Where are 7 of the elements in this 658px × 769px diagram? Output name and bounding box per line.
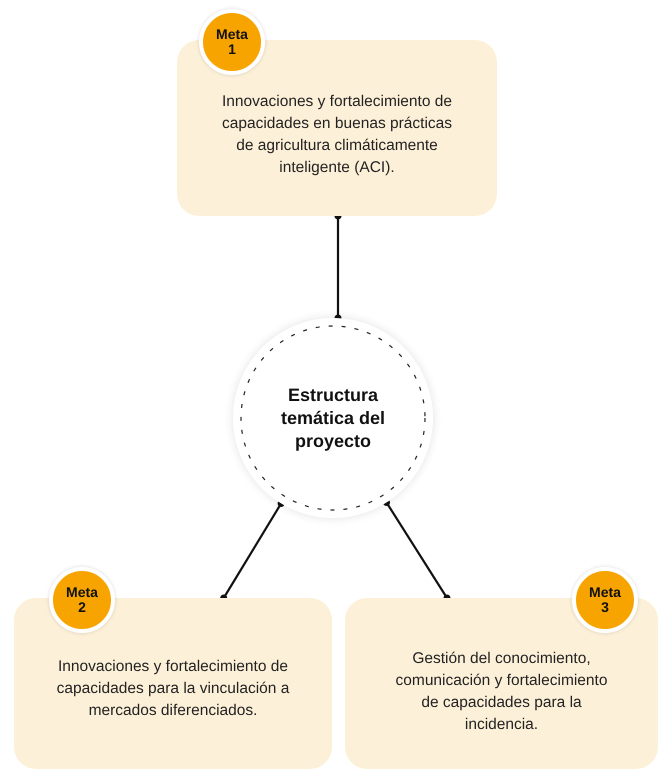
goal-description: Gestión del conocimiento, comunicación y fortalecimiento de capacidades para la incidencia.: [394, 648, 608, 734]
goal-description: Innovaciones y fortalecimiento de capacidades en buenas prácticas de agricultura climáticamente inteligente (ACI).: [220, 92, 454, 178]
center-title: Estructura temática del proyecto: [280, 384, 386, 452]
goal-description: Innovaciones y fortalecimiento de capacidades para la vinculación a mercados diferenciados.: [56, 656, 290, 720]
goal-card: [345, 598, 658, 769]
goal-card: [177, 40, 497, 216]
goal-card: [14, 598, 332, 769]
